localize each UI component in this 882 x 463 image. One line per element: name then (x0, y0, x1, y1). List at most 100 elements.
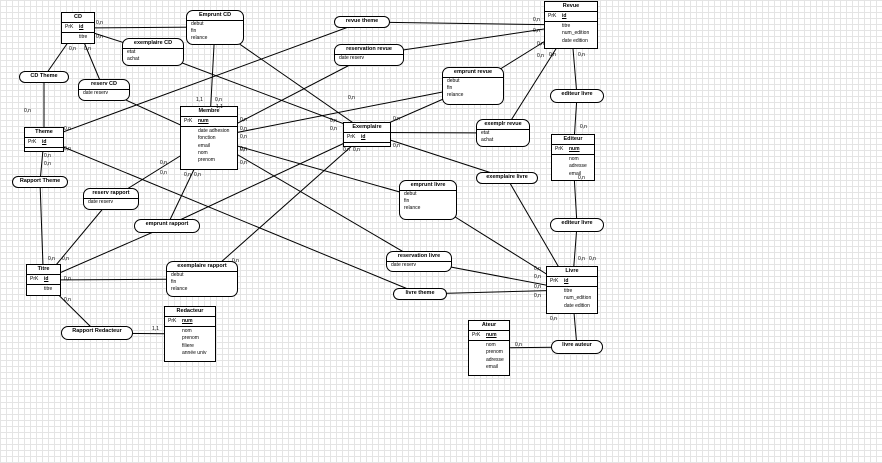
link-exemplaire-emprunt-cd (214, 26, 368, 133)
cardinality-label: 0,n (160, 170, 167, 176)
cardinality-label: 1,1 (216, 104, 223, 110)
link-membre-emprunt-revue (208, 85, 474, 139)
association-emprunt-rapport[interactable]: emprunt rapport (134, 219, 200, 233)
pk-name: id (361, 134, 366, 140)
attribute: nom (182, 328, 192, 335)
attribute: nom (569, 156, 579, 163)
association-name: exemplaire CD (123, 39, 183, 49)
pk-label: PrK (184, 118, 193, 124)
entity-attributes (344, 143, 390, 146)
cardinality-label: 0,n (240, 117, 247, 123)
cardinality-label: 0,n (348, 95, 355, 101)
link-exemplaire-exemplaire-cd (152, 51, 368, 133)
pk-name: num (486, 332, 497, 338)
link-titre-rapport-theme (39, 181, 44, 281)
association-rapport-redacteur[interactable]: Rapport Redacteur (61, 326, 133, 340)
attribute: nom (486, 342, 496, 349)
association-name: livre auteur (562, 342, 592, 348)
association-livre-theme[interactable]: livre theme (393, 288, 447, 300)
association-cd-theme[interactable]: CD Theme (19, 71, 69, 83)
pk-label: PrK (347, 134, 356, 140)
pk-name: id (564, 278, 569, 284)
attribute: debut (191, 21, 204, 27)
link-exemplaire-emprunt-rapport (166, 132, 368, 227)
cardinality-label: 0,n (534, 266, 541, 272)
cardinality-label: 0,n (578, 256, 585, 262)
association-exemplaire-livre[interactable]: exemplaire livre (476, 172, 538, 184)
association-name: reserv CD (79, 80, 129, 90)
pk-label: PrK (548, 13, 557, 19)
association-name: revue theme (345, 18, 379, 24)
attribute: relance (171, 286, 188, 292)
attribute: fin (447, 85, 453, 91)
association-revue-theme[interactable]: revue theme (334, 16, 390, 28)
cardinality-label: 0,n (533, 28, 540, 34)
link-theme-revue-theme (43, 21, 363, 140)
cardinality-label: 0,n (64, 146, 71, 152)
attribute: date reserv (83, 90, 109, 96)
association-name: editeur livre (561, 91, 593, 97)
cardinality-label: 0,n (48, 256, 55, 262)
attribute: etat (481, 130, 490, 136)
association-rapport-theme[interactable]: Rapport Theme (12, 176, 68, 188)
pk-label: PrK (28, 139, 37, 145)
cardinality-label: 0,n (24, 108, 31, 114)
cardinality-label: 0,n (44, 161, 51, 167)
attribute: filiere (182, 342, 194, 349)
cardinality-label: 0,n (194, 172, 201, 178)
association-name: reservation livre (387, 252, 451, 262)
association-editeur-livre-bottom[interactable]: editeur livre (550, 218, 604, 232)
entity-attributes: titre (27, 285, 60, 295)
link-theme-livre-theme (43, 138, 421, 295)
attribute: email (486, 363, 498, 370)
cardinality-label: 0,n (232, 258, 239, 264)
link-membre-emprunt-livre (208, 137, 429, 201)
association-livre-auteur[interactable]: livre auteur (551, 340, 603, 354)
entity-title: Exemplaire (344, 123, 390, 133)
cardinality-label: 0,n (96, 34, 103, 40)
cardinality-label: 0,n (64, 297, 71, 303)
attribute: titre (44, 286, 53, 293)
association-attributes: date reserv (387, 262, 451, 271)
pk-name: num (182, 318, 193, 324)
attribute: debut (171, 272, 184, 278)
attribute: achat (127, 56, 140, 62)
cardinality-label: 0,n (330, 118, 337, 124)
entity-title: Titre (27, 265, 60, 275)
association-editeur-livre-top[interactable]: editeur livre (550, 89, 604, 103)
attribute: achat (481, 137, 494, 143)
association-attributes: date reserv (79, 90, 129, 99)
entity-title: Membre (181, 107, 237, 117)
link-titre-emprunt-rapport (43, 225, 168, 281)
